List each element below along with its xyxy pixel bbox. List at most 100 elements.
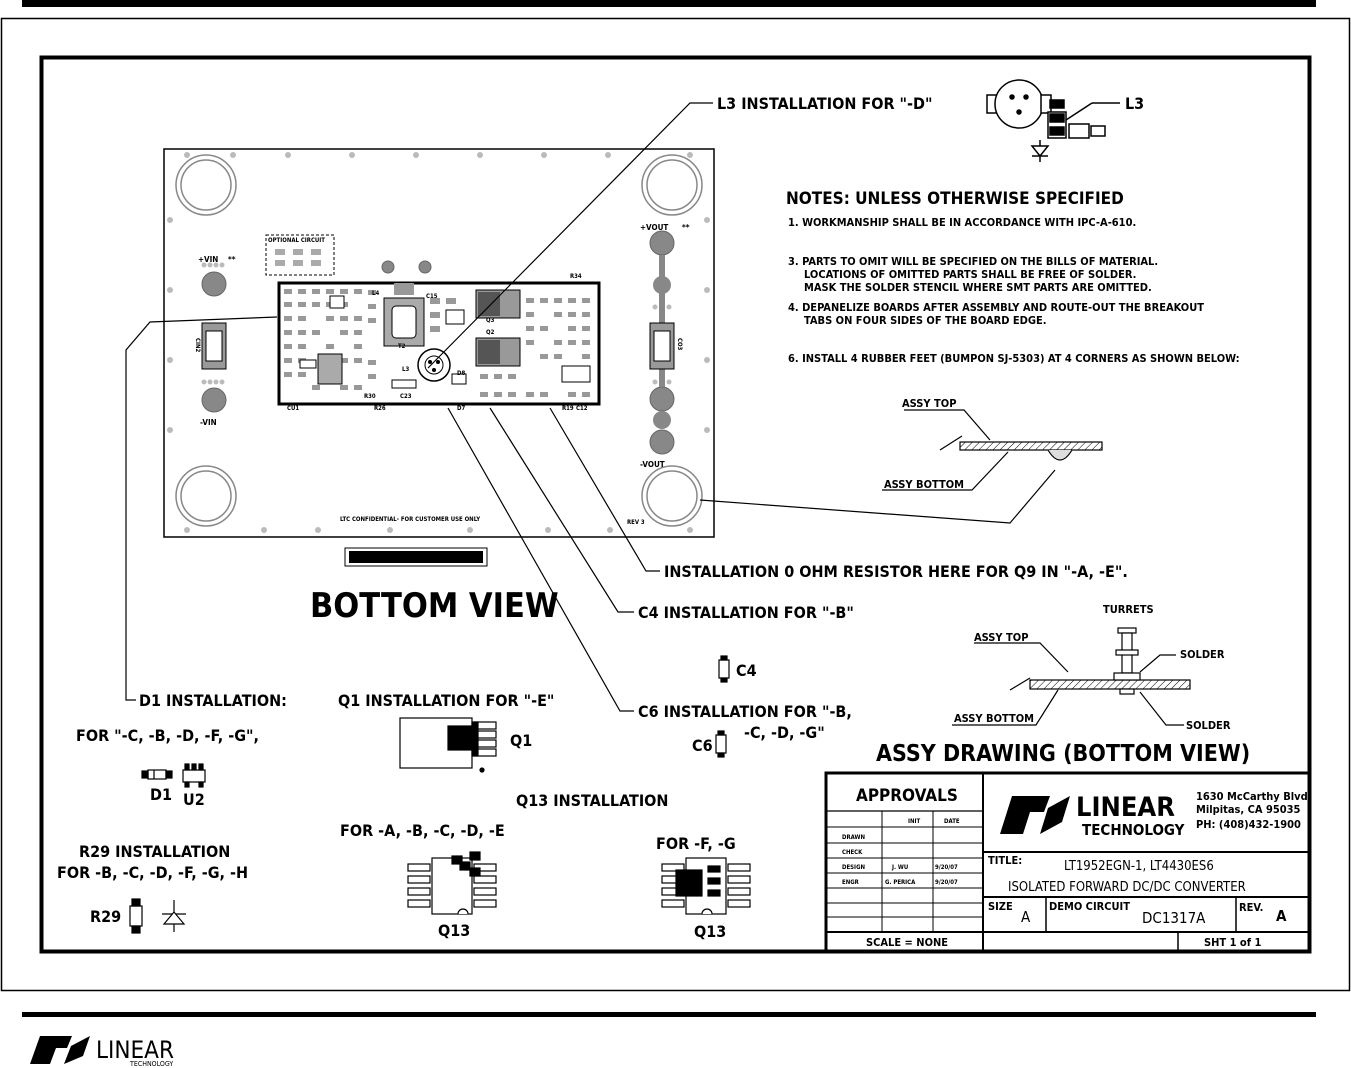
r19-label: R19 bbox=[562, 405, 574, 412]
init-header: INIT bbox=[908, 818, 921, 825]
c4-install-label: C4 INSTALLATION FOR "-B" bbox=[638, 603, 854, 622]
title-line1: LT1952EGN-1, LT4430ES6 bbox=[1064, 859, 1214, 874]
u2-part bbox=[182, 763, 206, 788]
assy-bottom-label-1: ASSY BOTTOM bbox=[884, 478, 964, 491]
rev-value: A bbox=[1276, 907, 1287, 925]
co3-label: CO3 bbox=[676, 338, 683, 351]
d1-part bbox=[141, 769, 173, 780]
note-4b: TABS ON FOUR SIDES OF THE BOARD EDGE. bbox=[804, 314, 1047, 327]
q3-label: Q3 bbox=[486, 317, 495, 324]
demo-circuit-value: DC1317A bbox=[1142, 909, 1206, 927]
engr-label: ENGR bbox=[842, 879, 860, 886]
bottom-view-title: BOTTOM VIEW bbox=[310, 586, 559, 626]
vout-neg-label: -VOUT bbox=[640, 460, 665, 469]
q13-install-label: Q13 INSTALLATION bbox=[516, 791, 668, 810]
company-line2: TECHNOLOGY bbox=[1082, 821, 1185, 839]
l3-leader bbox=[427, 102, 713, 369]
solder-label-2: SOLDER bbox=[1186, 719, 1231, 732]
q13-for-a-label: FOR -A, -B, -C, -D, -E bbox=[340, 821, 505, 840]
outer-frame bbox=[0, 17, 1351, 992]
title-block bbox=[824, 771, 1311, 953]
linear-logo bbox=[1000, 796, 1070, 834]
note-3b: LOCATIONS OF OMITTED PARTS SHALL BE FREE… bbox=[804, 268, 1136, 281]
l3-board-label: L3 bbox=[402, 366, 409, 373]
rev-label: REV. bbox=[1239, 901, 1263, 914]
assy-top-label-2: ASSY TOP bbox=[974, 631, 1028, 644]
note-4a: 4. DEPANELIZE BOARDS AFTER ASSEMBLY AND … bbox=[788, 301, 1204, 314]
engr-init: G. PERICA bbox=[885, 879, 916, 886]
q1-install-label: Q1 INSTALLATION FOR "-E" bbox=[338, 691, 554, 710]
assy-drawing-title: ASSY DRAWING (BOTTOM VIEW) bbox=[876, 741, 1250, 767]
q13-part-f bbox=[661, 857, 751, 915]
t2-label: T2 bbox=[398, 343, 406, 350]
d1-for-label: FOR "-C, -B, -D, -F, -G", bbox=[76, 726, 259, 745]
r29-for-label: FOR -B, -C, -D, -F, -G, -H bbox=[57, 863, 248, 882]
r29-part bbox=[129, 898, 143, 934]
address-line2: Milpitas, CA 95035 bbox=[1196, 803, 1301, 816]
title-label: TITLE: bbox=[988, 854, 1022, 867]
drawing-border bbox=[39, 55, 1312, 954]
q13-label-a: Q13 bbox=[438, 921, 470, 940]
note-3c: MASK THE SOLDER STENCIL WHERE SMT PARTS … bbox=[804, 281, 1152, 294]
l4-label: L4 bbox=[372, 290, 379, 297]
footer-linear-logo bbox=[30, 1036, 90, 1064]
q1-part bbox=[399, 717, 497, 773]
note-1: 1. WORKMANSHIP SHALL BE IN ACCORDANCE WI… bbox=[788, 216, 1136, 229]
cin2-label: CIN2 bbox=[194, 338, 201, 352]
engr-date: 9/20/07 bbox=[935, 879, 958, 886]
scale-label: SCALE = NONE bbox=[866, 936, 948, 949]
c4-label: C4 bbox=[736, 661, 757, 680]
l3-install-label: L3 INSTALLATION FOR "-D" bbox=[717, 94, 932, 113]
c6-part bbox=[715, 734, 727, 754]
c6-install-label: C6 INSTALLATION FOR "-B, bbox=[638, 702, 852, 721]
r26-label: R26 bbox=[374, 405, 386, 412]
phone-line: PH: (408)432-1900 bbox=[1196, 818, 1301, 831]
vin-pos-label: +VIN bbox=[198, 255, 218, 264]
design-date: 9/20/07 bbox=[935, 864, 958, 871]
assy-bottom-label-2: ASSY BOTTOM bbox=[954, 712, 1034, 725]
cu1-label: CU1 bbox=[287, 405, 299, 412]
q1-label: Q1 bbox=[510, 731, 532, 750]
date-header: DATE bbox=[944, 818, 960, 825]
vout-pos-label: +VOUT bbox=[640, 223, 668, 232]
diode-icon bbox=[162, 900, 186, 932]
r34-label: R34 bbox=[570, 273, 582, 280]
u2-label: U2 bbox=[183, 790, 205, 809]
turret-detail bbox=[952, 627, 1191, 726]
top-rule bbox=[22, 0, 1316, 7]
d7-label: D7 bbox=[457, 405, 465, 412]
demo-circuit-label: DEMO CIRCUIT bbox=[1049, 900, 1130, 913]
c6-variants-label: -C, -D, -G" bbox=[744, 723, 825, 742]
turrets-label: TURRETS bbox=[1103, 603, 1154, 616]
q13-for-f-label: FOR -F, -G bbox=[656, 834, 736, 853]
footer-logo-line1: LINEAR bbox=[96, 1036, 174, 1064]
c6-label: C6 bbox=[692, 736, 713, 755]
r29-install-label: R29 INSTALLATION bbox=[79, 842, 230, 861]
footer-rule bbox=[22, 1012, 1316, 1017]
address-line1: 1630 McCarthy Blvd. bbox=[1196, 790, 1311, 803]
size-label: SIZE bbox=[988, 900, 1013, 913]
solder-label-1: SOLDER bbox=[1180, 648, 1225, 661]
note-3a: 3. PARTS TO OMIT WILL BE SPECIFIED ON TH… bbox=[788, 255, 1158, 268]
l3-detail-icon bbox=[986, 79, 1120, 162]
company-line1: LINEAR bbox=[1076, 792, 1175, 823]
optional-circuit-label: OPTIONAL CIRCUIT bbox=[268, 237, 325, 244]
confidential-label: LTC CONFIDENTIAL- FOR CUSTOMER USE ONLY bbox=[340, 516, 480, 523]
install-0ohm-label: INSTALLATION 0 OHM RESISTOR HERE FOR Q9 … bbox=[664, 562, 1128, 581]
d1-install-label: D1 INSTALLATION: bbox=[139, 691, 287, 710]
vin-pos-stars: ** bbox=[228, 255, 236, 264]
vin-neg-label: -VIN bbox=[200, 418, 217, 427]
pcb-board bbox=[163, 148, 715, 538]
c12-label: C12 bbox=[576, 405, 588, 412]
q13-part-a bbox=[407, 851, 497, 915]
d1-label: D1 bbox=[150, 785, 172, 804]
sheet-label: SHT 1 of 1 bbox=[1204, 936, 1261, 949]
q2-label: Q2 bbox=[486, 329, 495, 336]
assy-top-label-1: ASSY TOP bbox=[902, 397, 956, 410]
rubber-foot-detail bbox=[699, 409, 1103, 524]
c15-label: C15 bbox=[426, 293, 438, 300]
r30-label: R30 bbox=[364, 393, 376, 400]
approvals-label: APPROVALS bbox=[856, 786, 958, 806]
r29-label: R29 bbox=[90, 907, 121, 926]
